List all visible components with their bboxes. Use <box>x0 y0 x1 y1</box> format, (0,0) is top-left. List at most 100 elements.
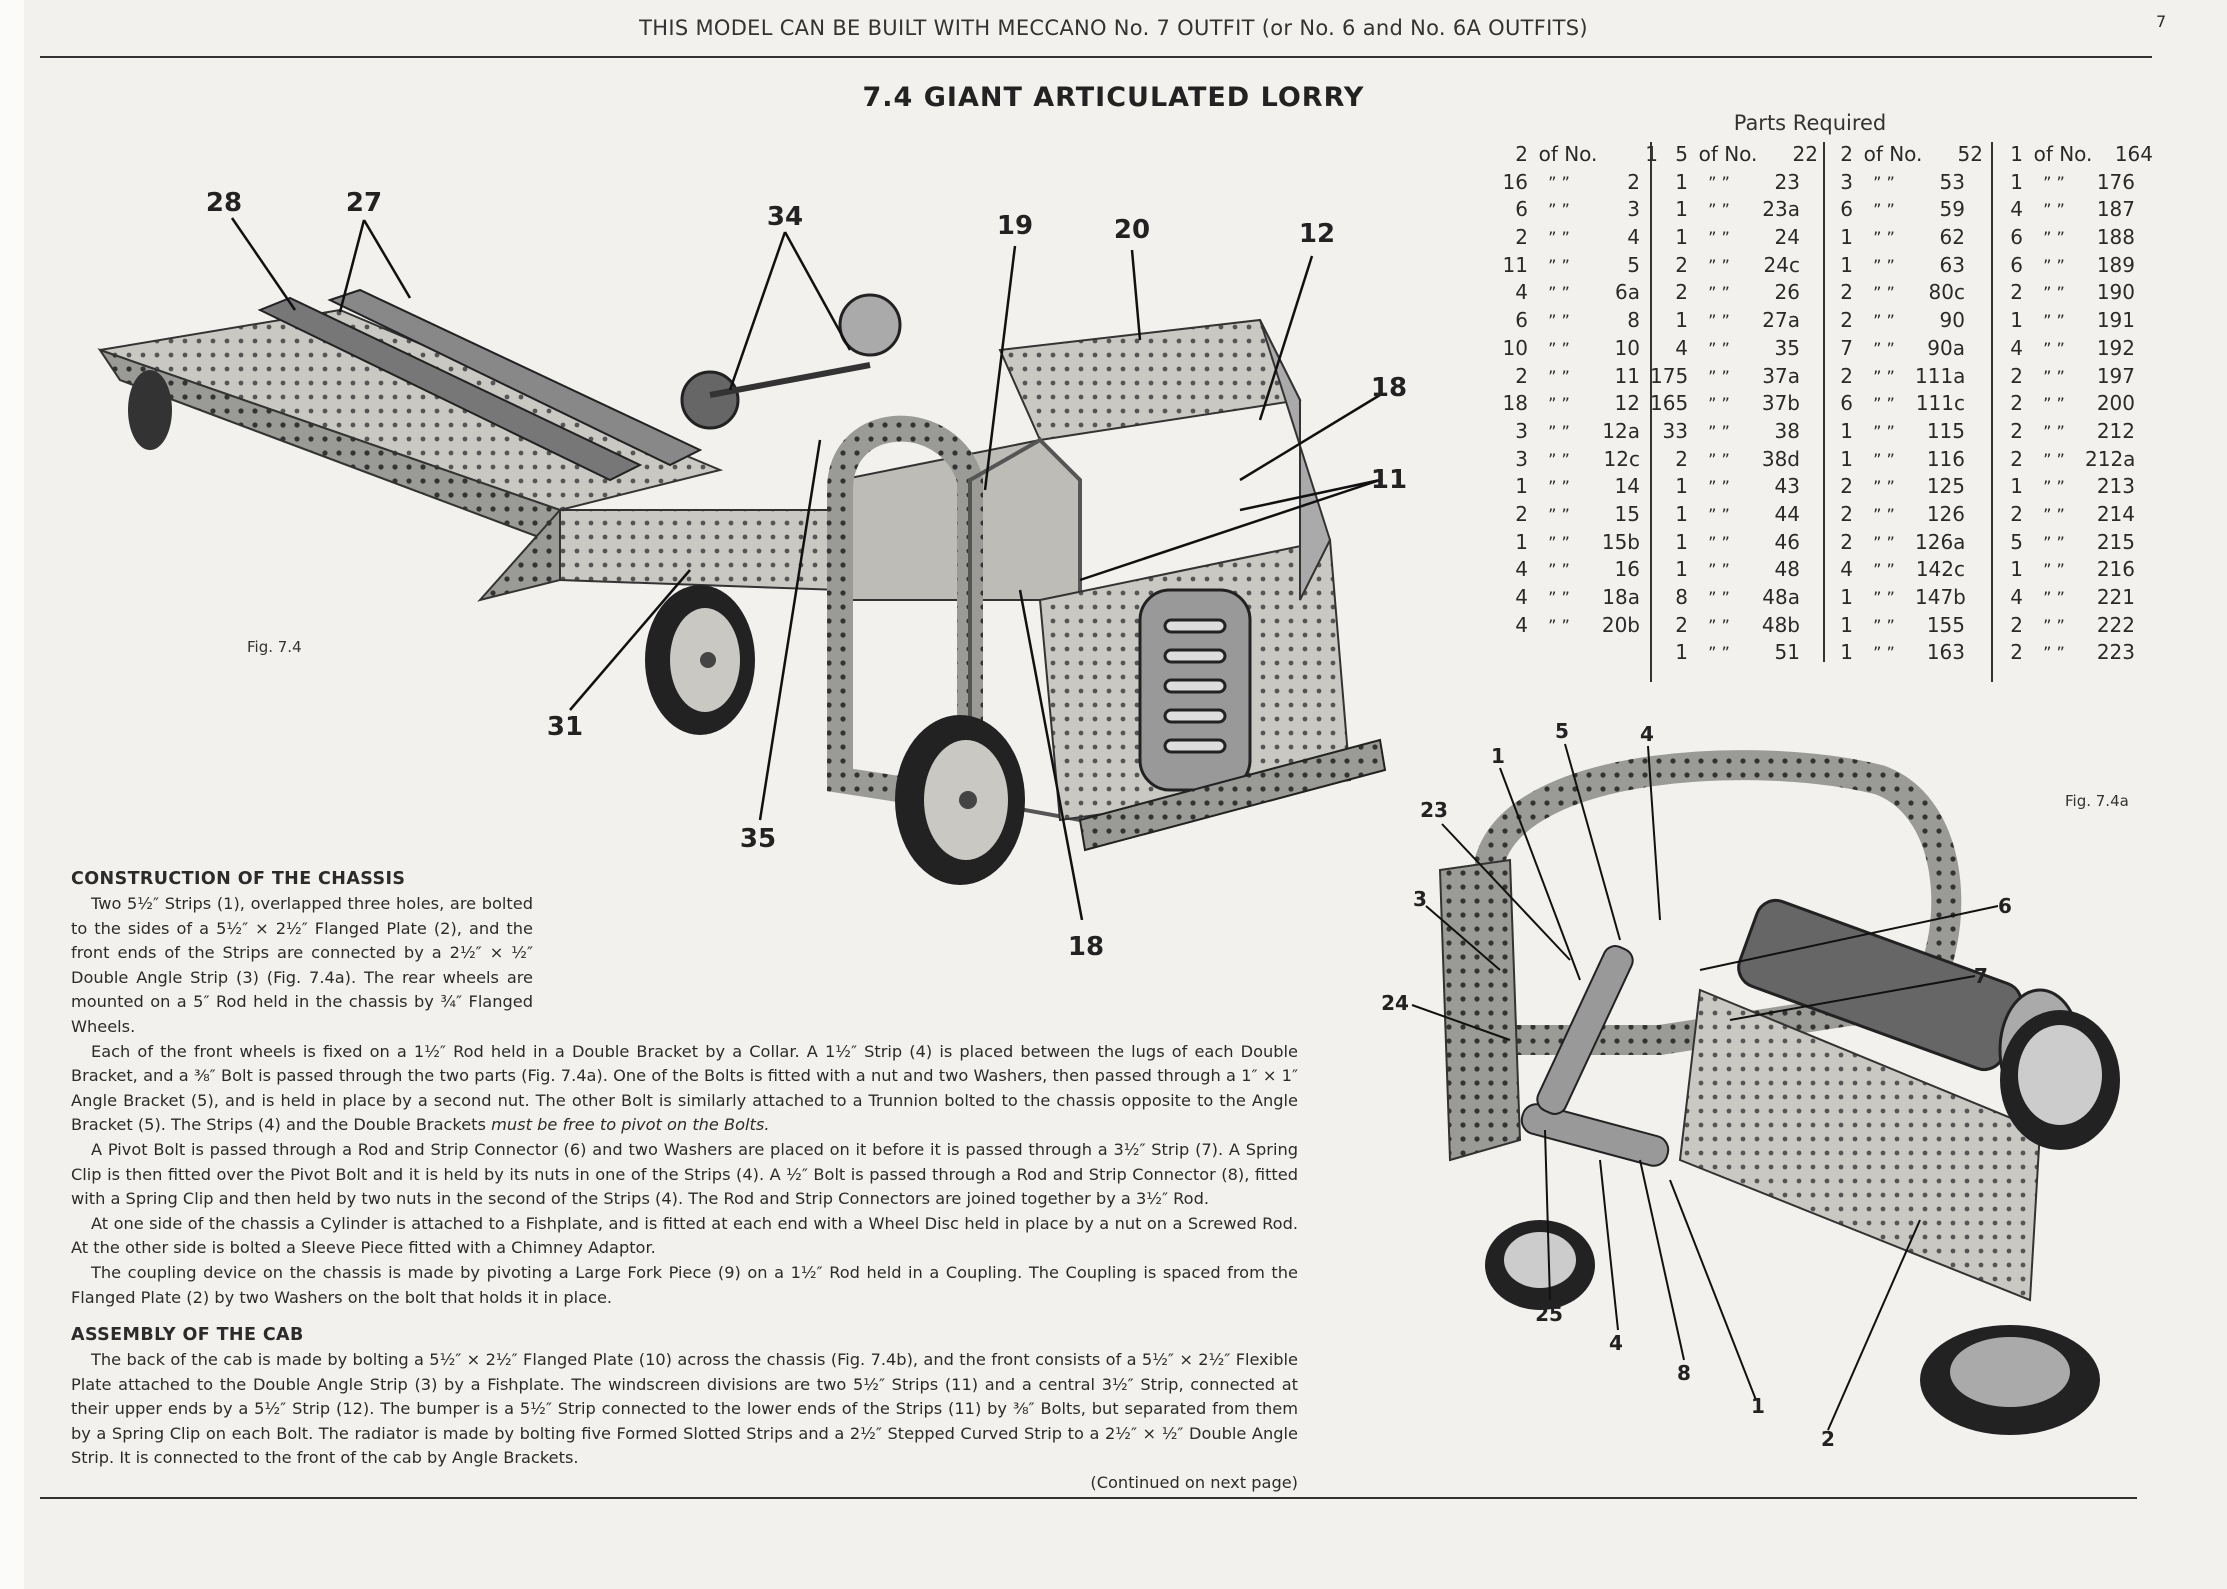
part-quantity: 4 <box>2010 335 2023 360</box>
parts-row: 2” ”126 <box>1815 502 1983 530</box>
part-number: 200 <box>2096 391 2135 416</box>
part-quantity: 1 <box>1840 252 1853 277</box>
part-number: 37b <box>1761 391 1800 416</box>
figure-caption: Fig. 7.4a <box>2065 792 2129 810</box>
continued-note: (Continued on next page) <box>1090 1473 1298 1493</box>
part-number: 12 <box>1614 391 1640 416</box>
bumper <box>1078 738 1387 852</box>
section-heading: ASSEMBLY OF THE CAB <box>71 1325 304 1346</box>
paragraph: At one side of the chassis a Cylinder is… <box>71 1213 1298 1258</box>
part-quantity: 2 <box>1840 529 1853 554</box>
lorry-illustration <box>97 217 1387 920</box>
parts-row: 4” ”6a <box>1490 280 1658 308</box>
part-quantity: 2 <box>2010 391 2023 416</box>
part-quantity: 1 <box>1675 169 1688 194</box>
part-of-no: ” ” <box>1873 504 1895 524</box>
part-of-no: ” ” <box>1708 311 1730 331</box>
part-of-no: ” ” <box>2043 477 2065 497</box>
trailer-rail <box>257 296 643 482</box>
part-of-no: ” ” <box>1548 394 1570 414</box>
part-quantity: 5 <box>2010 529 2023 554</box>
part-number: 18a <box>1602 585 1640 609</box>
parts-row: 5” ”215 <box>1985 530 2153 558</box>
part-of-no: ” ” <box>2043 643 2065 663</box>
part-quantity: 3 <box>1840 169 1853 194</box>
part-quantity: 2 <box>1515 225 1528 250</box>
part-number: 212a <box>2085 446 2136 471</box>
part-of-no: ” ” <box>1708 560 1730 580</box>
part-number: 125 <box>1926 474 1965 499</box>
model-title: 7.4 GIANT ARTICULATED LORRY <box>862 82 1365 113</box>
part-number: 155 <box>1926 612 1965 637</box>
part-of-no: ” ” <box>1873 588 1895 607</box>
part-number: 221 <box>2096 585 2135 609</box>
part-of-no: ” ” <box>1708 504 1730 524</box>
callout-label: 6 <box>1998 894 2012 918</box>
callout-label: 28 <box>205 188 243 218</box>
parts-row: 10” ”10 <box>1490 336 1658 364</box>
part-of-no: ” ” <box>1873 394 1895 414</box>
part-quantity: 10 <box>1502 335 1528 360</box>
part-number: 90a <box>1927 335 1965 360</box>
parts-column: 2of No.116” ”26” ”32” ”411” ”54” ”6a6” ”… <box>1490 142 1658 640</box>
part-number: 24 <box>1774 225 1800 250</box>
part-quantity: 1 <box>1840 446 1853 471</box>
part-number: 38 <box>1774 418 1800 443</box>
parts-row: 2” ”80c <box>1815 280 1983 308</box>
parts-divider <box>1991 142 1993 682</box>
part-of-no: ” ” <box>1708 615 1730 635</box>
part-of-no: ” ” <box>2043 394 2065 414</box>
parts-row: 2” ”48b <box>1650 613 1818 641</box>
part-number: 59 <box>1939 197 1965 222</box>
parts-row: 6” ”8 <box>1490 308 1658 336</box>
part-of-no: ” ” <box>2043 255 2065 275</box>
part-of-no: ” ” <box>2043 228 2065 248</box>
callout-label: 7 <box>1974 964 1988 988</box>
part-of-no: ” ” <box>1873 421 1895 441</box>
part-quantity: 1 <box>1675 308 1688 333</box>
callout-label: 24 <box>1381 991 1409 1015</box>
parts-row: 2” ”15 <box>1490 502 1658 530</box>
part-quantity: 2 <box>2010 446 2023 471</box>
callout-label: 34 <box>766 202 804 232</box>
part-quantity: 2 <box>1840 474 1853 499</box>
part-quantity: 1 <box>1675 640 1688 665</box>
part-of-no: ” ” <box>1708 283 1730 303</box>
part-number: 115 <box>1926 418 1965 443</box>
part-of-no: ” ” <box>1548 421 1570 441</box>
parts-row: 1” ”51 <box>1650 640 1818 668</box>
part-quantity: 1 <box>1840 225 1853 250</box>
callout-label: 2 <box>1821 1427 1835 1451</box>
part-quantity: 2 <box>1515 501 1528 526</box>
part-of-no: ” ” <box>1708 532 1730 552</box>
part-of-no: ” ” <box>1548 449 1570 469</box>
part-number: 20b <box>1601 612 1640 637</box>
part-of-no: ” ” <box>2043 560 2065 580</box>
part-of-no: ” ” <box>1548 283 1570 303</box>
part-quantity: 2 <box>1515 142 1528 166</box>
part-number: 222 <box>2096 612 2135 637</box>
part-number: 3 <box>1627 197 1640 222</box>
parts-row: 7” ”90a <box>1815 336 1983 364</box>
parts-required-title: Parts Required <box>1733 111 1887 135</box>
parts-row: 4” ”187 <box>1985 197 2153 225</box>
part-quantity: 4 <box>1840 557 1853 582</box>
part-quantity: 1 <box>2010 308 2023 333</box>
part-number: 90 <box>1939 308 1965 333</box>
parts-row: 4” ”35 <box>1650 336 1818 364</box>
part-number: 189 <box>2096 252 2135 277</box>
part-number: 10 <box>1614 335 1640 360</box>
paragraph: The back of the cab is made by bolting a… <box>71 1350 1298 1468</box>
part-number: 216 <box>2096 557 2135 582</box>
callout-label: 20 <box>1113 215 1151 245</box>
callout-label: 18 <box>1067 932 1105 962</box>
parts-row: 4” ”18a <box>1490 585 1658 613</box>
part-quantity: 2 <box>2010 501 2023 526</box>
parts-row: 1” ”155 <box>1815 613 1983 641</box>
part-of-no: ” ” <box>2043 311 2065 331</box>
part-quantity: 6 <box>2010 225 2023 250</box>
part-number: 214 <box>2096 501 2135 526</box>
figure-caption: Fig. 7.4 <box>247 638 302 656</box>
